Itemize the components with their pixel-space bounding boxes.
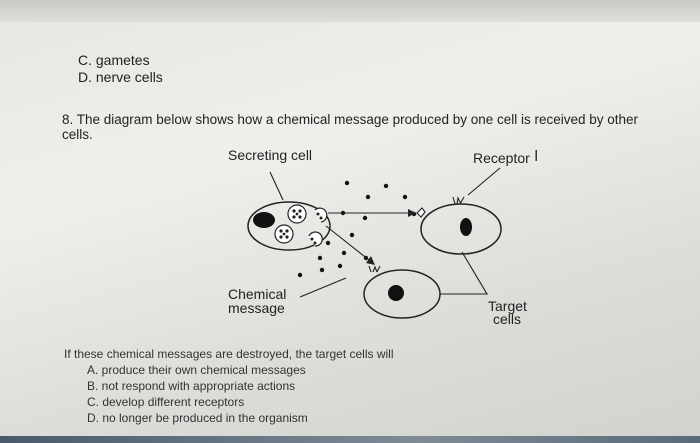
label-chemical: Chemical xyxy=(228,286,287,302)
receptor-lower xyxy=(368,265,381,273)
label-receptor: Receptor xyxy=(473,150,530,166)
exocytosis-vesicle xyxy=(308,231,323,247)
pointer-target-cells xyxy=(440,251,488,295)
answer-option-d: D. no longer be produced in the organism xyxy=(87,411,308,425)
text-cursor-icon: Ι xyxy=(534,148,539,165)
target-cell-upper-nucleus xyxy=(460,218,472,236)
label-target: Target xyxy=(488,298,527,314)
bottom-edge xyxy=(0,436,700,443)
target-cell-lower-nucleus xyxy=(388,285,404,301)
answer-option-b: B. not respond with appropriate actions xyxy=(87,379,296,393)
question-8-text-line2: cells. xyxy=(62,127,93,142)
secreting-cell-membrane xyxy=(247,201,331,251)
pointer-chemical-message xyxy=(299,277,347,298)
chemical-message-molecules xyxy=(297,180,417,278)
question-8-text-line1: 8. The diagram below shows how a chemica… xyxy=(62,112,639,127)
option-d-nerve-cells: D. nerve cells xyxy=(78,69,163,85)
option-c-gametes: C. gametes xyxy=(78,52,150,68)
answer-option-c: C. develop different receptors xyxy=(87,395,245,409)
label-secreting-cell: Secreting cell xyxy=(228,147,313,163)
exocytosis-vesicle xyxy=(314,207,328,223)
follow-up-prompt: If these chemical messages are destroyed… xyxy=(64,347,394,361)
receptor-upper xyxy=(452,196,465,205)
label-cells: cells xyxy=(493,311,522,327)
pointer-secreting-cell xyxy=(269,171,284,201)
receptor-side xyxy=(416,207,426,218)
pointer-receptor xyxy=(467,167,501,196)
label-message: message xyxy=(228,300,285,316)
answer-option-a: A. produce their own chemical messages xyxy=(87,363,306,377)
secreting-cell-nucleus xyxy=(253,212,275,228)
arrow-to-lower-target xyxy=(325,225,370,261)
top-edge xyxy=(0,0,700,22)
